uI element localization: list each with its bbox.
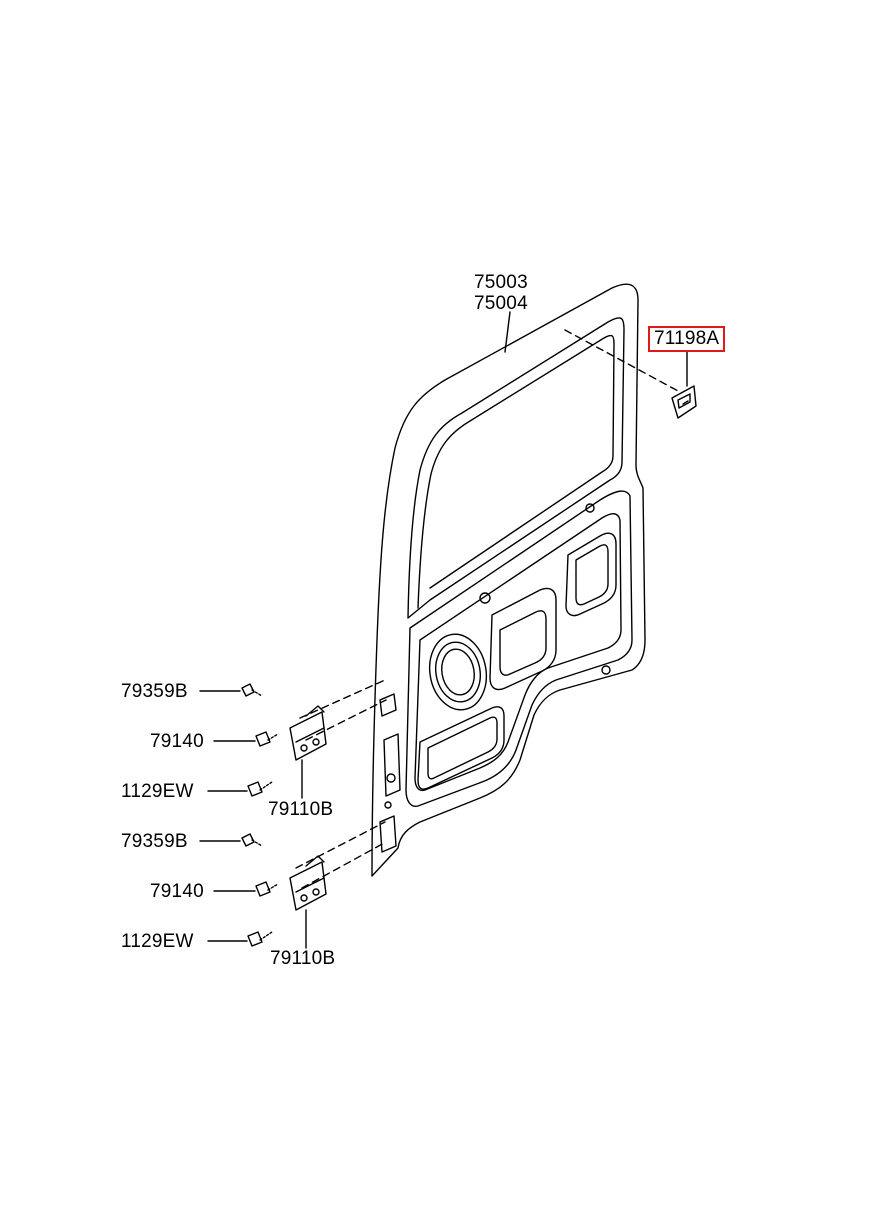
label-lower-79359b: 79359B [121,831,188,852]
lower-hinge [289,861,327,911]
label-lower-79110b: 79110B [270,948,336,969]
label-upper-79140: 79140 [150,731,204,752]
door-outer-panel [371,283,646,877]
label-lower-1129ew: 1129EW [121,931,194,952]
label-upper-79359b: 79359B [121,681,188,702]
label-71198a-highlighted[interactable]: 71198A [648,326,726,352]
label-upper-1129ew: 1129EW [121,781,194,802]
label-upper-79110b: 79110B [268,799,334,820]
upper-bolt-79359b [241,683,255,697]
label-75004: 75004 [474,293,528,314]
upper-hinge [289,711,327,761]
door-inner-panel [405,490,633,807]
lower-bolt-1129ew [247,931,263,947]
upper-bolt-79140 [255,731,271,747]
speaker-opening [435,641,481,703]
door-window-frame [407,317,625,619]
label-75003: 75003 [474,272,528,293]
lower-bolt-79359b [241,833,255,847]
lower-bolt-79140 [255,881,271,897]
label-lower-79140: 79140 [150,881,204,902]
upper-bolt-1129ew [247,781,263,797]
bracket-71198a [671,385,697,419]
